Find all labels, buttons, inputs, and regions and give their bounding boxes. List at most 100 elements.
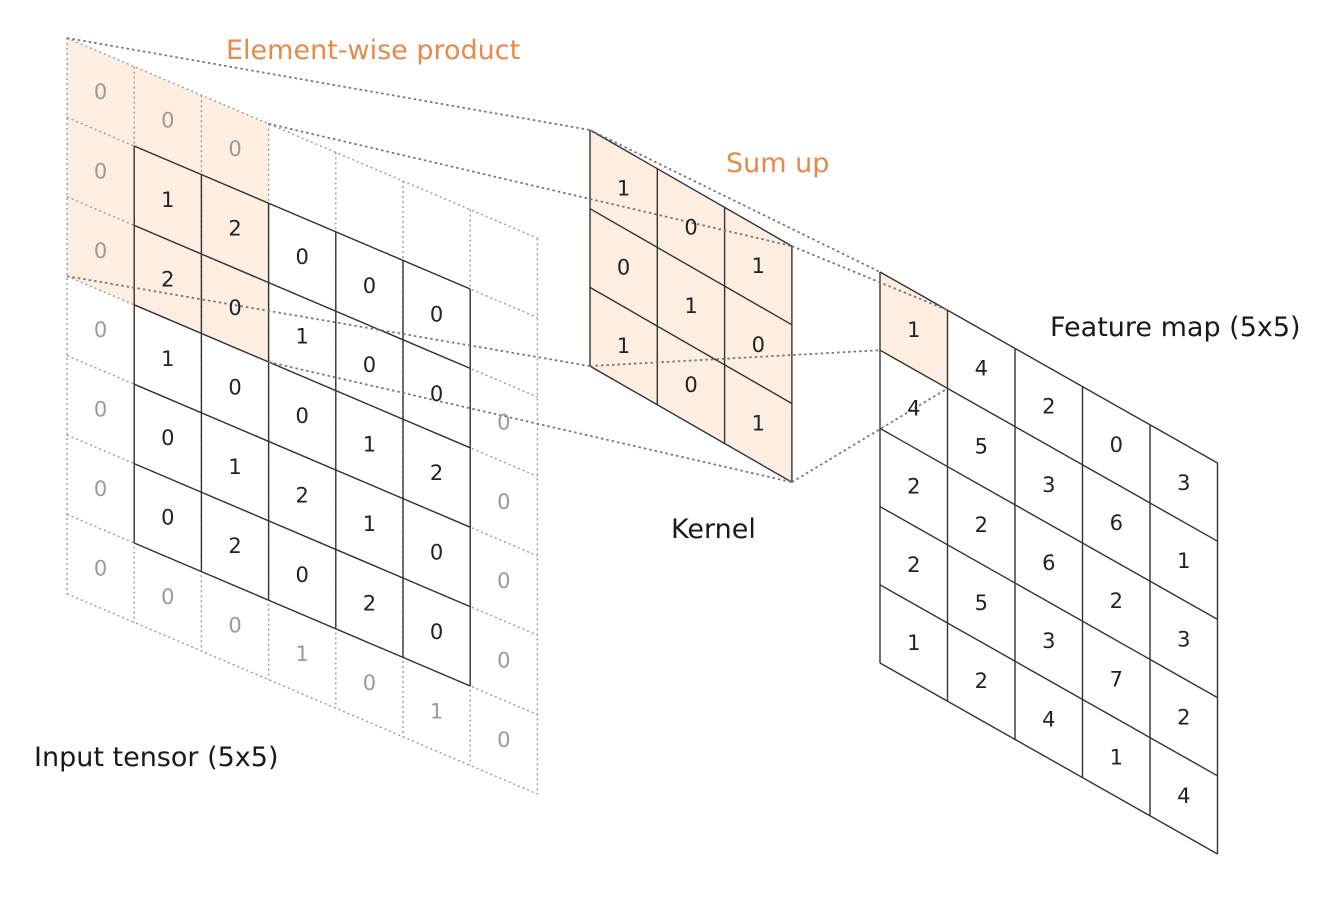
input-pad-cell: 0 (228, 137, 241, 161)
feature-map-cell: 4 (907, 396, 920, 420)
input-hline (133, 462, 471, 608)
input-cell: 1 (296, 325, 309, 349)
feature-map-cell: 2 (975, 669, 988, 693)
input-cell: 0 (296, 563, 309, 587)
input-cell: 1 (161, 188, 174, 212)
input-to-kernel-connector (66, 37, 591, 131)
input-cell: 1 (363, 512, 376, 536)
kernel-hline (589, 129, 793, 247)
feature-map-cell: 2 (1177, 706, 1190, 730)
input-pad-cell: 0 (363, 671, 376, 695)
input-pad-cell: 1 (296, 642, 309, 666)
input-cell: 2 (228, 217, 241, 241)
feature-map-cell: 1 (907, 318, 920, 342)
input-pad-cell: 0 (161, 109, 174, 133)
kernel-cell: 1 (617, 177, 630, 201)
input-cell: 0 (228, 296, 241, 320)
input-cell: 1 (228, 455, 241, 479)
feature-map-hline (879, 505, 1218, 699)
input-pad-cell: 0 (161, 585, 174, 609)
input-pad-hline (66, 37, 538, 239)
input-pad-cell: 0 (94, 318, 107, 342)
input-cell: 0 (430, 541, 443, 565)
input-cell: 0 (161, 426, 174, 450)
feature-map-cell: 4 (1042, 707, 1055, 731)
input-cell: 2 (296, 483, 309, 507)
input-to-kernel-connector (66, 275, 591, 367)
kernel-cell: 0 (752, 333, 765, 357)
input-pad-cell: 0 (497, 649, 510, 673)
feature-map-label: Feature map (5x5) (1050, 312, 1301, 343)
kernel-cell: 1 (752, 254, 765, 278)
input-pad-cell: 1 (430, 699, 443, 723)
feature-map-cell: 1 (907, 631, 920, 655)
feature-map-cell: 2 (1110, 589, 1123, 613)
kernel-cell: 1 (752, 412, 765, 436)
feature-map-hline (879, 584, 1218, 777)
input-cell: 0 (430, 382, 443, 406)
input-cell: 1 (161, 347, 174, 371)
kernel-cell: 0 (617, 255, 630, 279)
feature-map-cell: 3 (1177, 471, 1190, 495)
kernel-cell: 0 (684, 373, 697, 397)
input-pad-cell: 0 (497, 410, 510, 434)
input-cell: 2 (228, 534, 241, 558)
feature-map-hline (879, 662, 1218, 855)
feature-map-cell: 4 (975, 356, 988, 380)
input-cell: 0 (296, 404, 309, 428)
kernel-cell: 1 (617, 334, 630, 358)
feature-map-cell: 3 (1042, 473, 1055, 497)
feature-map-hline (879, 349, 1218, 542)
feature-map-cell: 7 (1110, 667, 1123, 691)
kernel-to-feature-connector (589, 129, 881, 273)
input-receptive-field-highlight (67, 38, 269, 362)
input-pad-cell: 0 (497, 490, 510, 514)
kernel-to-feature-connector (791, 387, 948, 483)
feature-map-cell: 5 (975, 591, 988, 615)
kernel-cell: 0 (684, 215, 697, 239)
input-pad-cell: 0 (94, 477, 107, 501)
kernel-hline (589, 365, 793, 483)
input-cell: 0 (363, 353, 376, 377)
kernel-hline (589, 208, 793, 326)
input-hline (133, 383, 471, 528)
input-pad-cell: 0 (94, 159, 107, 183)
input-cell: 0 (363, 274, 376, 298)
input-cell: 1 (363, 433, 376, 457)
sum-up-label: Sum up (726, 148, 829, 179)
feature-map-cell: 4 (1177, 784, 1190, 808)
input-pad-cell: 0 (94, 80, 107, 104)
connector-layer (66, 37, 948, 484)
feature-map-cell: 1 (1110, 746, 1123, 770)
input-to-kernel-connector (268, 122, 793, 247)
input-hline (133, 542, 471, 687)
kernel-to-feature-connector (791, 245, 948, 312)
input-hline (133, 145, 471, 290)
feature-map-hline (879, 271, 1218, 464)
input-cell: 0 (430, 620, 443, 644)
input-pad-hline (66, 593, 538, 795)
elementwise-product-label: Element-wise product (226, 35, 520, 66)
kernel-highlight (590, 130, 792, 483)
input-cell: 2 (430, 461, 443, 485)
input-pad-cell: 0 (94, 556, 107, 580)
kernel-label: Kernel (671, 514, 756, 545)
input-tensor-label: Input tensor (5x5) (34, 742, 278, 773)
input-to-kernel-connector (268, 361, 793, 484)
feature-map-cell: 2 (907, 553, 920, 577)
input-hline (133, 224, 471, 370)
feature-map-cell: 5 (975, 435, 988, 459)
input-pad-cell: 0 (228, 614, 241, 638)
kernel-to-feature-connector (589, 349, 881, 367)
feature-map-cell: 2 (907, 475, 920, 499)
feature-map-cell: 0 (1110, 433, 1123, 457)
input-cell: 0 (161, 506, 174, 530)
input-cell: 0 (228, 375, 241, 399)
kernel-cell: 1 (684, 294, 697, 318)
feature-map-cell: 3 (1042, 629, 1055, 653)
grid-layer (66, 37, 1219, 855)
input-cell: 0 (296, 245, 309, 269)
input-cell: 0 (430, 302, 443, 326)
input-pad-cell: 0 (94, 239, 107, 263)
